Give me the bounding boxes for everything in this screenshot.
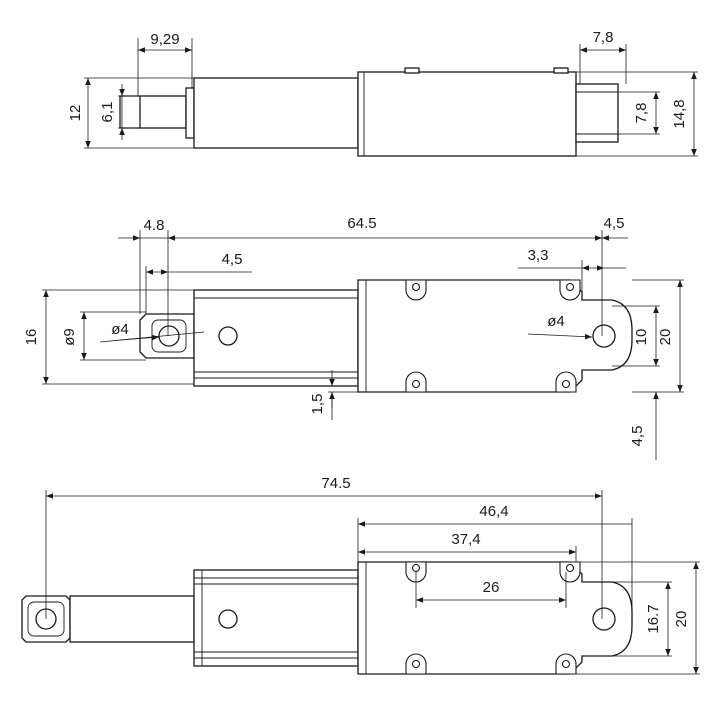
dim-height: 16 bbox=[23, 329, 40, 346]
top-view-dimensions: 9,29 12 6,1 7,8 7,8 bbox=[67, 29, 698, 157]
dim-rear-half: 4,5 bbox=[604, 215, 625, 232]
dim-rod-hole-offset: 4.8 bbox=[144, 217, 165, 234]
dim-total-height: 14,8 bbox=[671, 99, 688, 128]
middle-screws bbox=[405, 279, 581, 393]
dim-extended-length: 74.5 bbox=[321, 475, 350, 492]
dim-body-height: 12 bbox=[67, 105, 84, 122]
dim-mount-gap: 7,8 bbox=[633, 103, 650, 124]
bottom-view: 74.5 46,4 37,4 26 16.7 20 bbox=[21, 475, 700, 675]
dim-screw-pitch: 26 bbox=[483, 579, 500, 596]
extended-rear-hole-icon bbox=[592, 607, 616, 631]
dim-shaft-length: 9,29 bbox=[150, 31, 179, 48]
extended-tube-hole-icon bbox=[218, 609, 238, 629]
dim-body-length: 46,4 bbox=[479, 503, 508, 520]
dim-rod-hole-diameter: ø4 bbox=[111, 321, 129, 338]
dim-body-height-middle: 20 bbox=[657, 329, 674, 346]
middle-view-dimensions: 4.8 64.5 4,5 4,5 3,3 16 ø9 bbox=[23, 215, 684, 460]
top-view-body bbox=[119, 67, 619, 157]
dim-screw-to-hole: 37,4 bbox=[451, 531, 480, 548]
dim-total-length: 64.5 bbox=[347, 215, 376, 232]
middle-view: 4.8 64.5 4,5 4,5 3,3 16 ø9 bbox=[23, 215, 684, 460]
dim-eye-diameter: ø9 bbox=[61, 328, 78, 346]
top-view: 9,29 12 6,1 7,8 7,8 bbox=[67, 29, 698, 157]
bottom-view-body bbox=[21, 561, 633, 675]
dim-rod-hole-half: 4,5 bbox=[222, 251, 243, 268]
dim-shaft-diameter: 6,1 bbox=[99, 102, 116, 123]
dim-rear-offset: 3,3 bbox=[528, 247, 549, 264]
dim-body-height-bottom: 20 bbox=[673, 611, 690, 628]
bottom-view-dimensions: 74.5 46,4 37,4 26 16.7 20 bbox=[45, 475, 700, 675]
tube-hole-icon bbox=[218, 326, 238, 346]
dim-rear-hole-diameter: ø4 bbox=[547, 313, 565, 330]
dim-rear-gap: 10 bbox=[633, 329, 650, 346]
middle-view-body bbox=[139, 279, 633, 393]
dim-wall: 1,5 bbox=[309, 394, 326, 415]
rear-mount-hole-icon bbox=[592, 324, 616, 348]
dim-hole-height: 16.7 bbox=[645, 604, 662, 633]
dim-mount-width: 7,8 bbox=[593, 29, 614, 46]
dim-bottom-offset: 4,5 bbox=[629, 426, 646, 447]
